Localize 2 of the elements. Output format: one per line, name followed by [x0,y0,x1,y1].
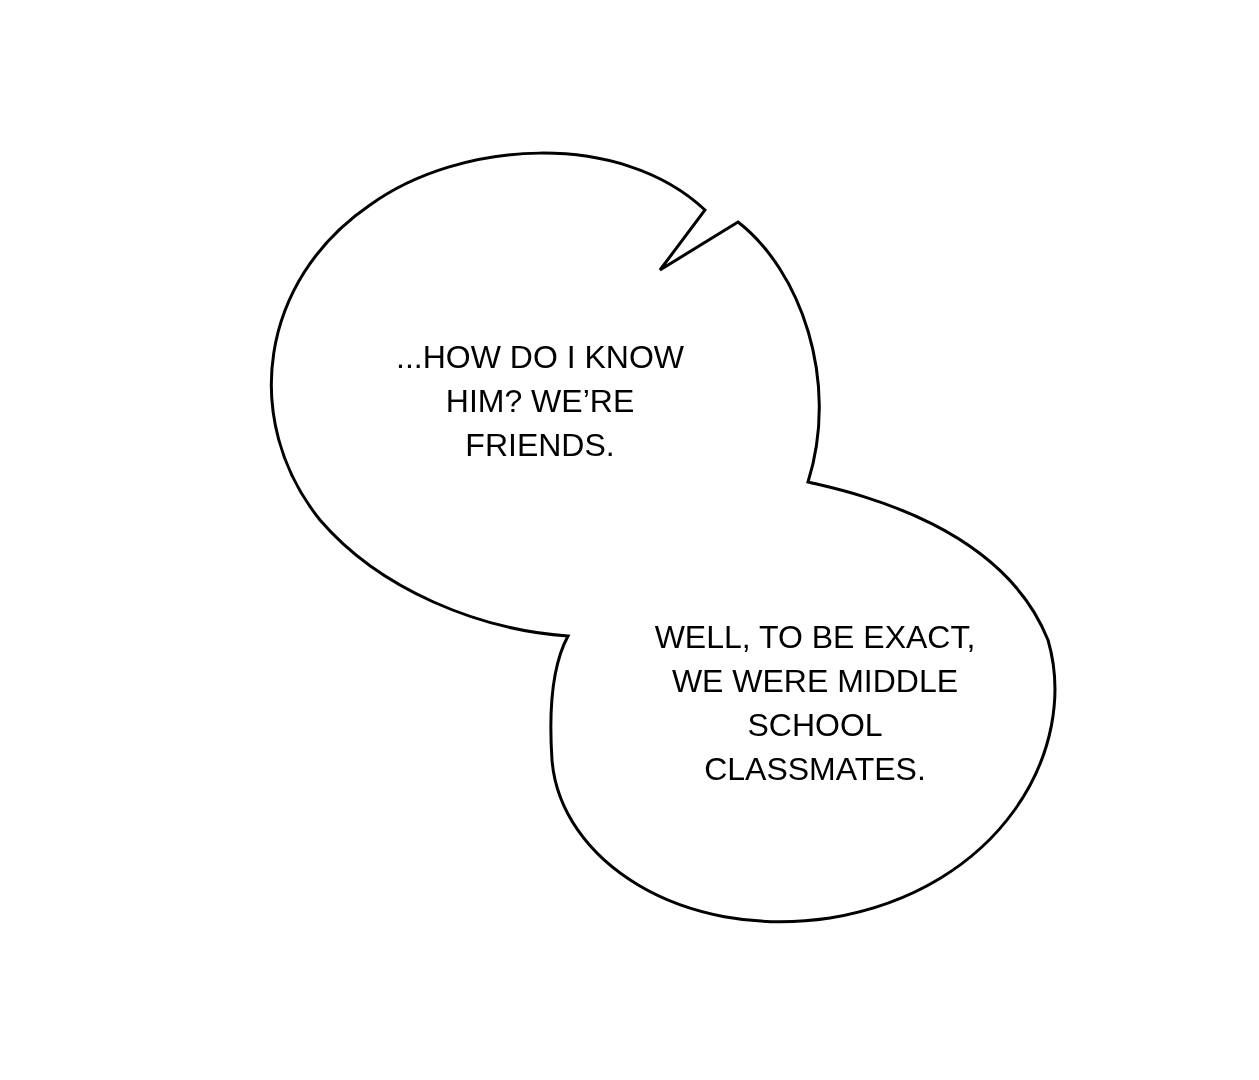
dialogue-text: ...HOW DO I KNOW HIM? WE’RE FRIENDS. [395,338,685,465]
dialogue-text: WELL, TO BE EXACT, WE WERE MIDDLE SCHOOL CLASSMATES. [653,618,977,789]
